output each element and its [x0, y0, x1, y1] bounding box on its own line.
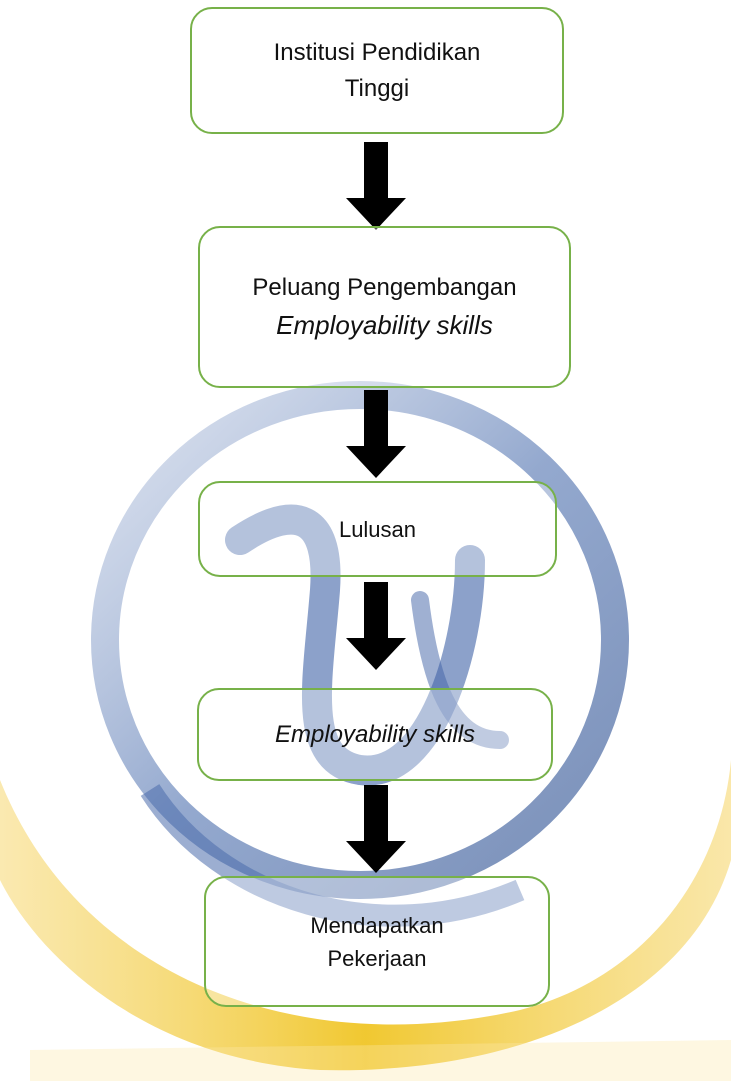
down-arrow-icon	[346, 785, 406, 873]
box-peluang: Peluang Pengembangan Employability skill…	[198, 226, 571, 388]
down-arrow-icon	[346, 390, 406, 478]
box-peluang-line-2: Employability skills	[276, 309, 493, 340]
down-arrow-icon	[346, 582, 406, 670]
box-mendapatkan-line-2: Pekerjaan	[327, 945, 427, 971]
box-institusi-line-2: Tinggi	[344, 74, 410, 102]
box-institusi: Institusi Pendidikan Tinggi	[190, 7, 564, 134]
down-arrow-icon	[346, 142, 406, 230]
box-employability: Employability skills	[197, 688, 553, 781]
box-lulusan: Lulusan	[198, 481, 557, 577]
box-lulusan-label: Lulusan	[338, 516, 417, 542]
box-peluang-line-1: Peluang Pengembangan	[252, 273, 517, 301]
box-mendapatkan: Mendapatkan Pekerjaan	[204, 876, 550, 1007]
box-mendapatkan-line-1: Mendapatkan	[310, 912, 444, 938]
box-employability-label: Employability skills	[274, 720, 476, 748]
box-institusi-line-1: Institusi Pendidikan	[273, 38, 481, 66]
